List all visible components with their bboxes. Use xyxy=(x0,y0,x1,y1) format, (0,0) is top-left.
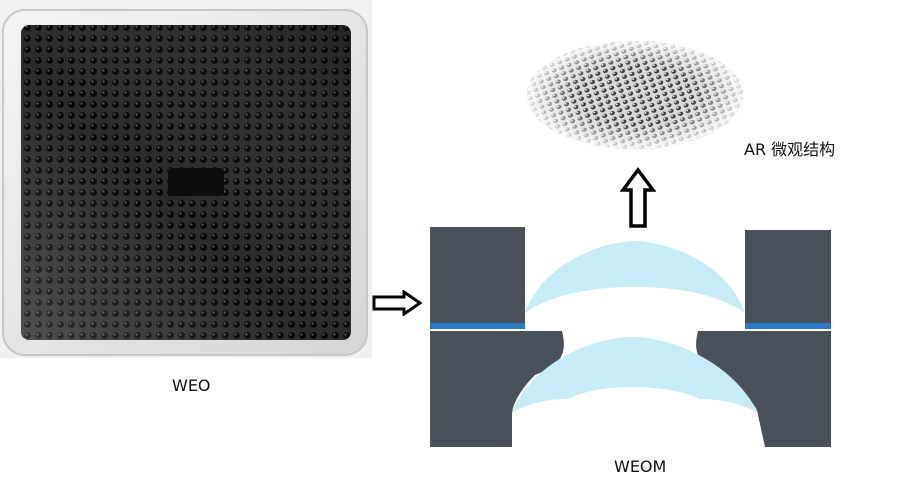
ar-microstructure-label: AR 微观结构 xyxy=(744,140,836,159)
lower-lens xyxy=(512,337,758,413)
lower-left-block xyxy=(430,331,564,447)
left-bond-layer xyxy=(430,323,525,329)
right-arrow-icon xyxy=(372,290,423,316)
ar-microstructure-image xyxy=(527,41,743,149)
lower-right-block xyxy=(696,331,831,447)
upper-left-spacer xyxy=(430,227,525,325)
right-bond-layer xyxy=(745,323,831,329)
weo-label: WEO xyxy=(172,376,211,395)
upper-lens xyxy=(525,241,745,313)
up-arrow-icon xyxy=(620,167,656,228)
weom-label: WEOM xyxy=(614,457,667,476)
lower-cavity xyxy=(568,388,705,415)
weom-cross-section xyxy=(430,227,831,447)
wafer-center-die xyxy=(168,168,224,196)
upper-right-spacer xyxy=(745,230,831,325)
weo-wafer-image xyxy=(0,0,372,358)
